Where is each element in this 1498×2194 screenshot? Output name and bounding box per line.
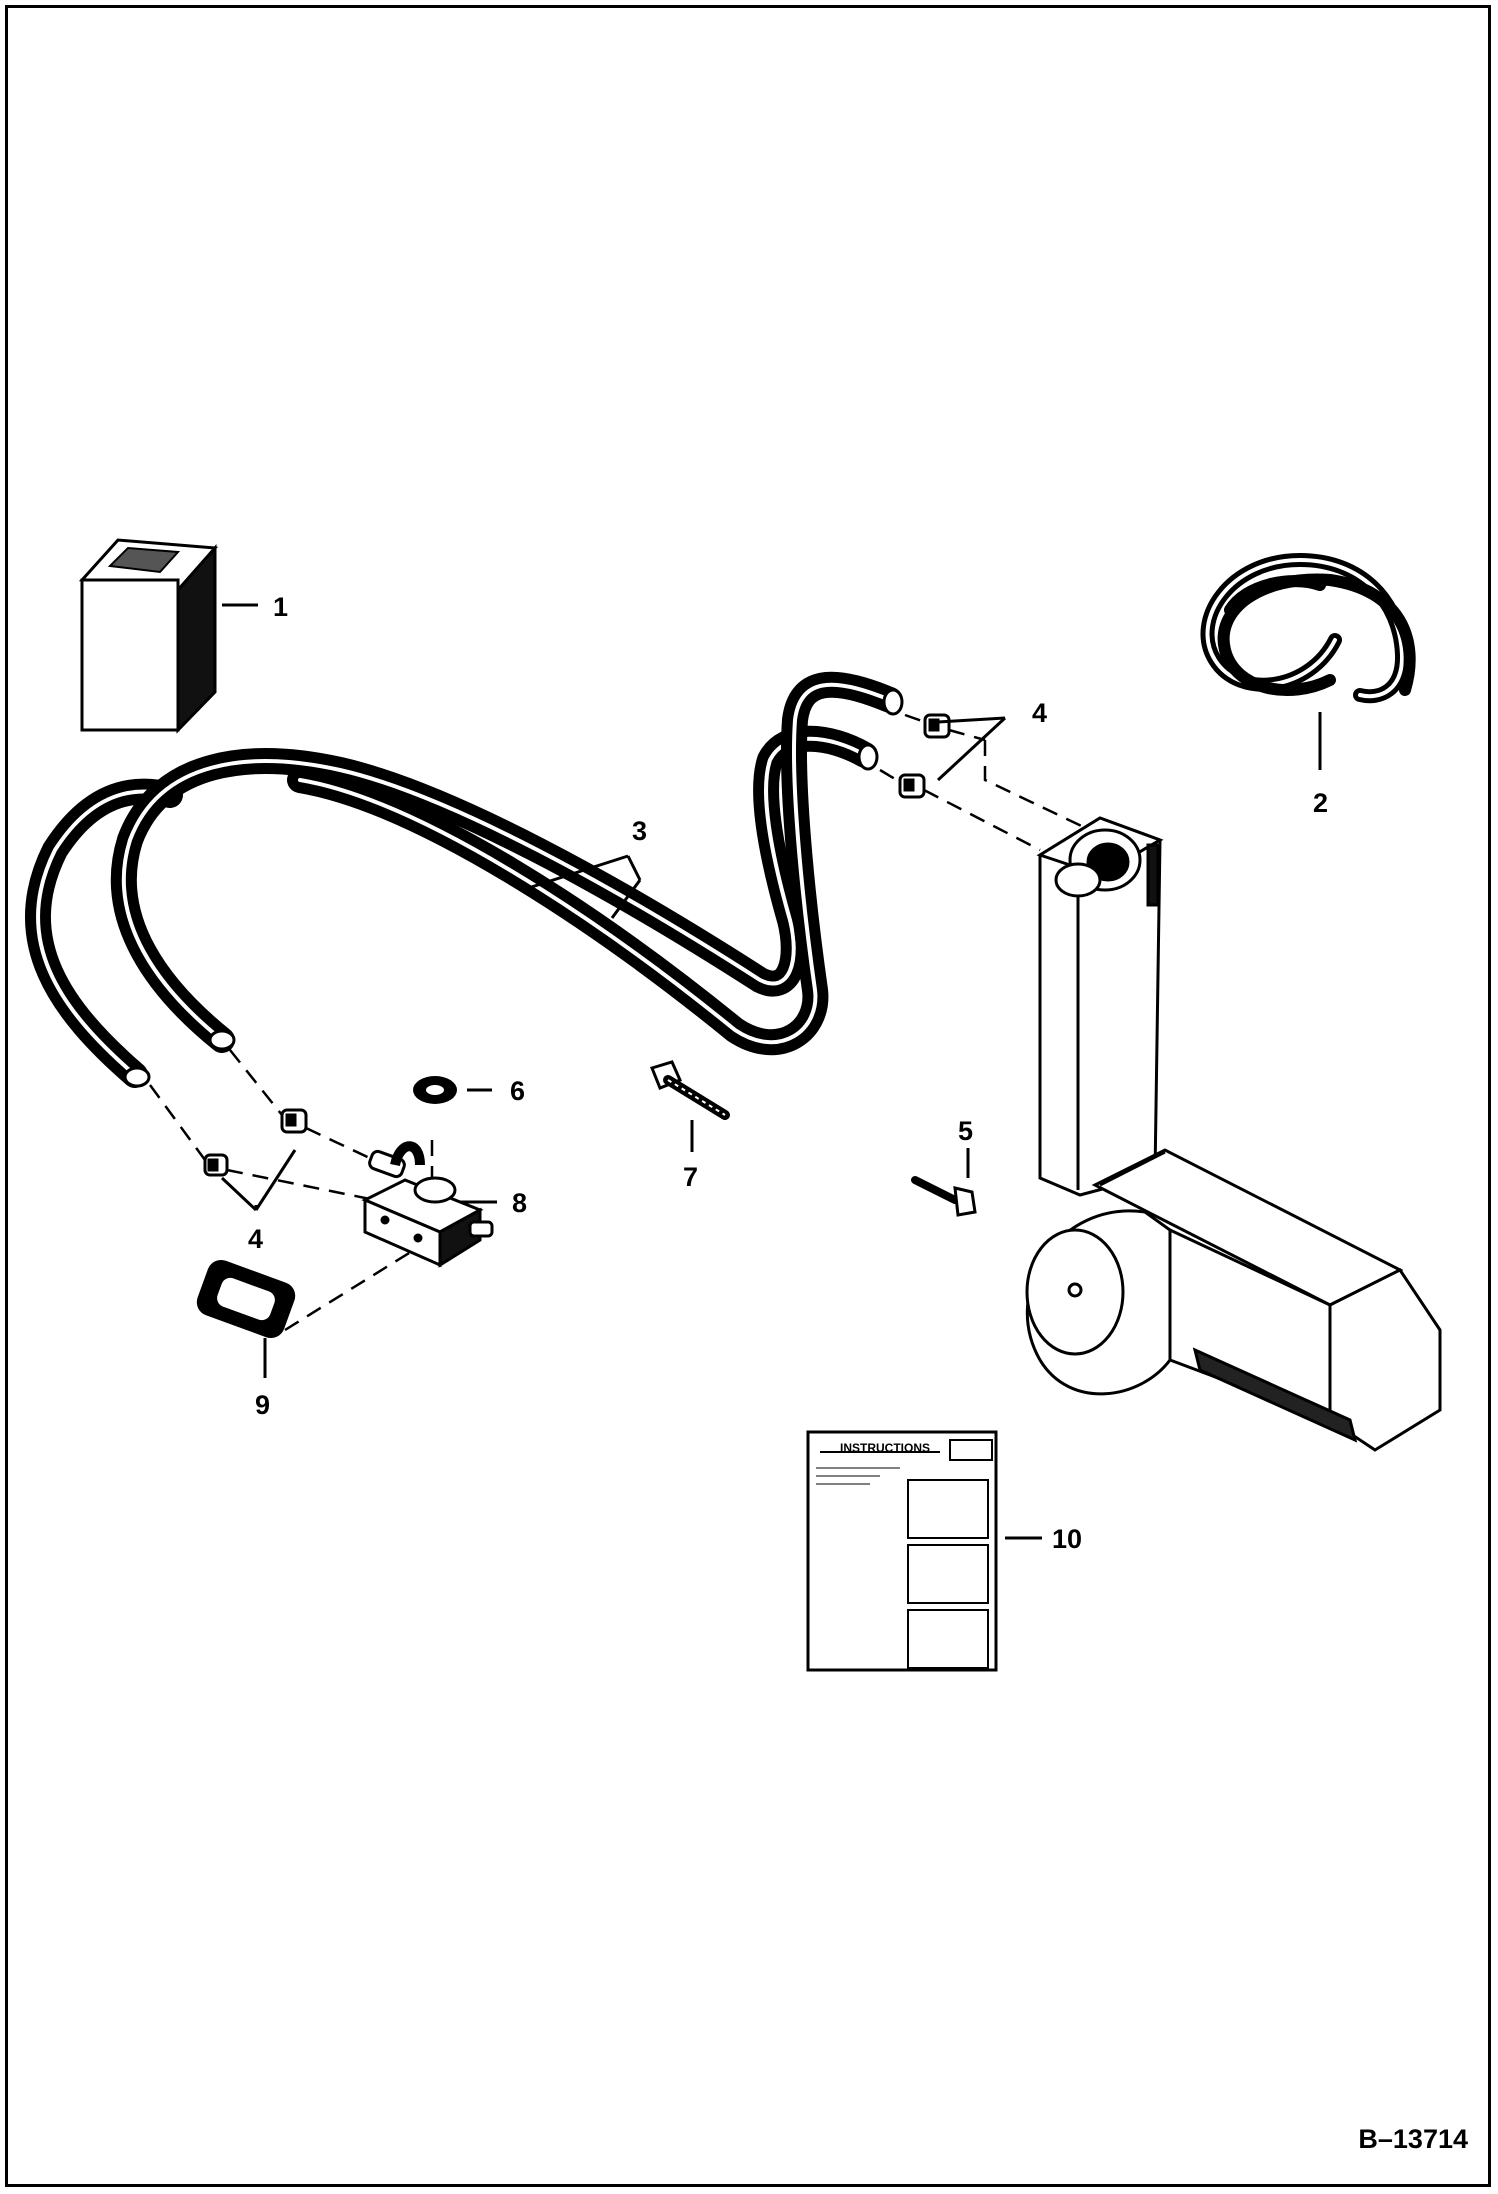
- assembly-dashed-lines: [148, 713, 1091, 1332]
- callout-6: 6: [510, 1076, 525, 1106]
- diagram-border: [5, 5, 1491, 2187]
- part-bolt: [649, 1060, 730, 1120]
- part-hose-clamps: [203, 713, 951, 1177]
- callout-1: 1: [273, 592, 288, 622]
- callout-4-upper: 4: [1032, 698, 1047, 728]
- part-heater-housing: [1025, 816, 1442, 1452]
- leader-lines: [220, 603, 1322, 1540]
- part-washer: [413, 1076, 457, 1104]
- figure-id: B–13714: [1358, 2124, 1468, 2154]
- callout-9: 9: [255, 1390, 270, 1420]
- callout-2: 2: [1313, 788, 1328, 818]
- instruction-card-heading: INSTRUCTIONS: [840, 1441, 930, 1455]
- part-valve-block: [361, 1141, 494, 1268]
- callout-8: 8: [512, 1188, 527, 1218]
- callout-3: 3: [632, 816, 647, 846]
- callout-7: 7: [683, 1162, 698, 1192]
- callout-10: 10: [1052, 1524, 1082, 1554]
- part-instruction-card: [806, 1430, 998, 1672]
- part-gasket: [196, 1259, 296, 1339]
- part-heater-hoses: [25, 671, 904, 1088]
- callout-5: 5: [958, 1116, 973, 1146]
- part-coiled-hose: [1200, 552, 1416, 704]
- callout-4-lower: 4: [248, 1224, 263, 1254]
- part-screw: [911, 1176, 977, 1217]
- part-box-illustration: [78, 538, 219, 734]
